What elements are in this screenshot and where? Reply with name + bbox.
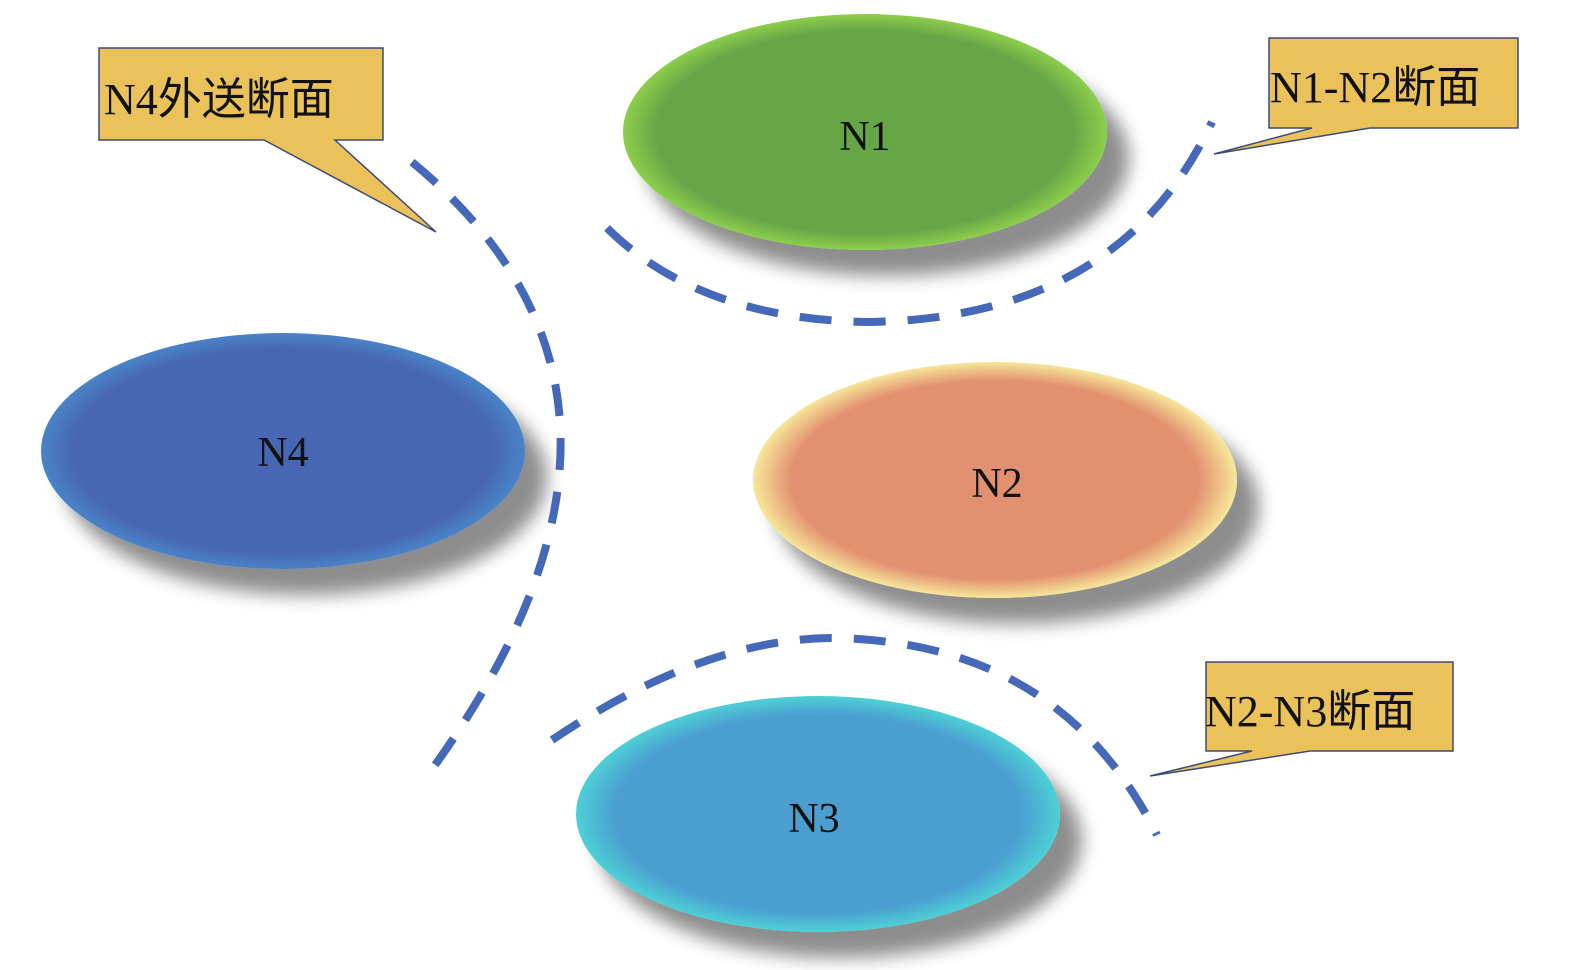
callout-n4-outgoing-text: N4外送断面: [104, 75, 334, 124]
callout-n2-n3: N2-N3断面: [1149, 661, 1454, 777]
callout-n2-n3-text: N2-N3断面: [1205, 687, 1415, 736]
node-n3-label: N3: [788, 796, 839, 842]
node-n4-ellipse: [41, 333, 525, 569]
node-n3-ellipse: [576, 696, 1060, 932]
callout-n4-outgoing: N4外送断面: [98, 47, 437, 233]
callout-n4-outgoing-box: [98, 47, 437, 233]
node-n1: N1: [623, 14, 1107, 250]
node-n3: N3: [576, 696, 1060, 932]
node-n4-label: N4: [257, 430, 308, 476]
node-n2-ellipse: [753, 362, 1237, 598]
callout-n2-n3-box: [1149, 661, 1454, 777]
callout-n1-n2: N1-N2断面: [1213, 37, 1519, 155]
n4-outgoing-boundary: [409, 158, 565, 775]
n2-n3-boundary: [549, 633, 1161, 837]
node-n4: N4: [41, 333, 525, 569]
node-n2-label: N2: [971, 461, 1022, 507]
node-n1-label: N1: [839, 114, 890, 160]
node-n1-ellipse: [623, 14, 1107, 250]
node-n2: N2: [753, 362, 1237, 598]
callout-n1-n2-box: [1213, 37, 1519, 155]
callout-n1-n2-text: N1-N2断面: [1270, 63, 1480, 112]
